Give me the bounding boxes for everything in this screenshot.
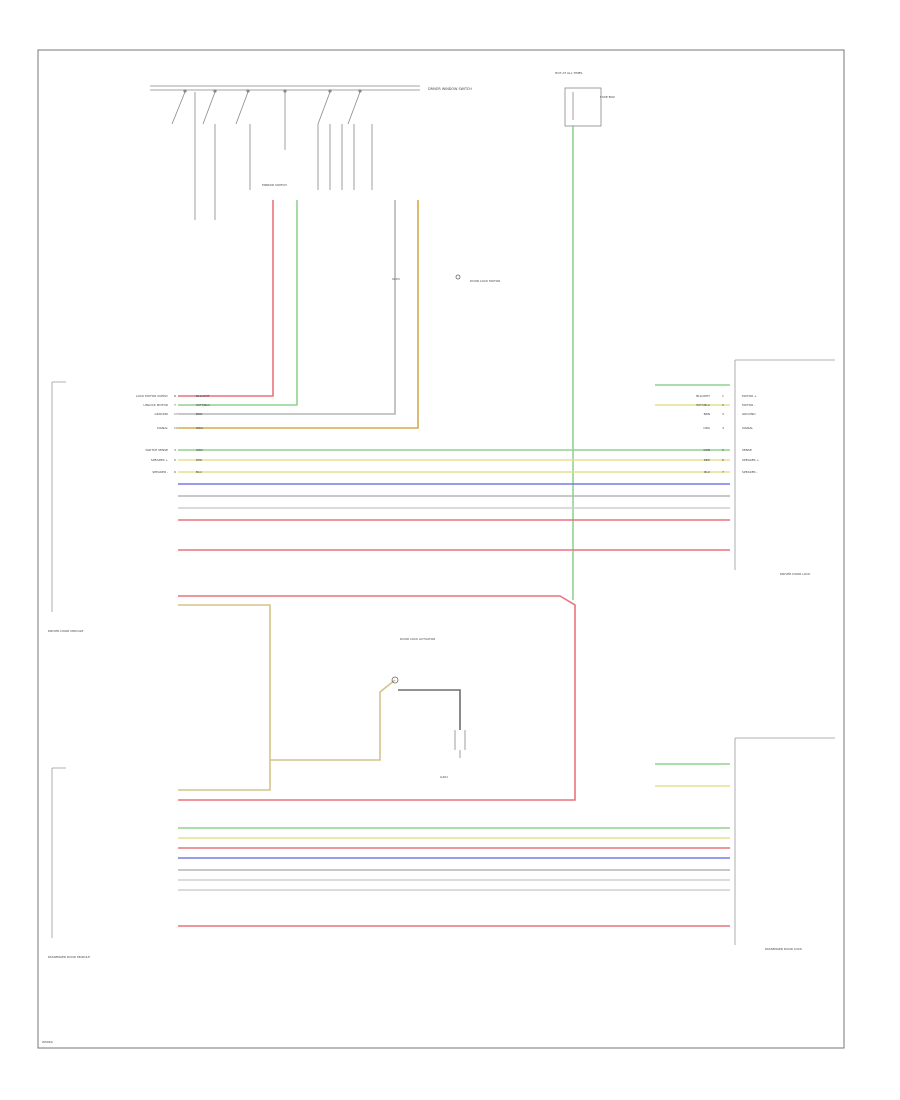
driver-row-right-label: SPEAKER + — [742, 458, 760, 462]
driver-row-label: UNLOCK MOTOR — [143, 403, 168, 407]
driver-row-right-pin: 6 — [722, 458, 724, 462]
wire-red-crossover — [178, 595, 576, 801]
wire-tan-crossover — [178, 604, 271, 791]
driver-row-label: LOCK MOTOR SUPPLY — [136, 394, 168, 398]
driver-row-pin: 6 — [174, 470, 176, 474]
wire-orange-vertical — [178, 200, 419, 429]
driver-row-right-wire: BRN — [704, 412, 710, 416]
passenger-door-lock-title: PASSENGER DOOR LOCK — [765, 947, 803, 951]
driver-row-right-pin: 1 — [722, 394, 724, 398]
driver-door-module-title: DRIVER DOOR MODULE — [48, 629, 83, 633]
driver-row-label: SPEAKER - — [152, 470, 168, 474]
driver-row-right-wire: BLU — [704, 470, 710, 474]
driver-row-right-label: SENSE — [742, 448, 752, 452]
driver-row-pin: 17 — [174, 412, 178, 416]
driver-row-right-pin: 7 — [722, 470, 724, 474]
fuse-box-label: FUSE BOX — [600, 95, 615, 99]
driver-row-pin: 7 — [174, 403, 176, 407]
driver-row-right-pin: 5 — [722, 448, 724, 452]
driver-row-pin: 5 — [174, 458, 176, 462]
driver-row-wire: GRN — [196, 448, 203, 452]
driver-door-module: DRIVER DOOR MODULE — [48, 381, 83, 633]
door-lock-motor: DOOR LOCK MOTOR S203 — [392, 274, 500, 283]
driver-row-labels: LOCK MOTOR SUPPLY 8 BLK/WHT BLK/WHT 1 MOTOR +… — [136, 394, 760, 474]
driver-door-lock: DRIVER DOOR LOCK — [734, 359, 835, 576]
driver-row-right-pin: 3 — [722, 412, 724, 416]
ground-label: G401 — [440, 775, 448, 779]
driver-row-right-label: MOTOR - — [742, 403, 755, 407]
driver-row-right-label: SPEAKER - — [742, 470, 758, 474]
driver-row-right-label: MOTOR + — [742, 394, 757, 398]
driver-row-right-wire: WHT/BLU — [696, 403, 710, 407]
wire-green-vertical — [178, 200, 298, 406]
power-supply-label: HOT AT ALL TIMES — [555, 71, 583, 75]
passenger-door-module-title: PASSENGER DOOR MODULE — [48, 955, 90, 959]
driver-row-pin: 12 — [174, 426, 178, 430]
driver-row-right-pin: 2 — [722, 403, 724, 407]
passenger-door-module: PASSENGER DOOR MODULE — [48, 767, 90, 959]
diagram-id: W5969 — [42, 1040, 53, 1044]
diagram-frame — [37, 49, 845, 1049]
driver-row-right-wire: GRN — [703, 448, 710, 452]
driver-row-right-wire: RED — [704, 458, 711, 462]
driver-row-wire: RED — [196, 458, 203, 462]
splice-label: S203 — [392, 277, 400, 281]
driver-row-right-label: SIGNAL — [742, 426, 753, 430]
mirror-switch-title: MIRROR SWITCH — [262, 183, 287, 187]
fuse-box: HOT AT ALL TIMES FUSE BOX — [555, 71, 615, 127]
driver-row-label: SWITCH SENSE — [145, 448, 168, 452]
wire-tan-actuator — [270, 679, 396, 761]
driver-row-wire: BLU — [196, 470, 202, 474]
driver-row-label: GROUND — [154, 412, 168, 416]
wires — [178, 125, 730, 927]
driver-row-wire: BLK/WHT — [196, 394, 210, 398]
pad-motor-label: DOOR LOCK MOTOR — [470, 279, 500, 283]
driver-row-right-pin: 4 — [722, 426, 724, 430]
driver-row-wire: ORG — [196, 426, 203, 430]
wire-brown-ground — [398, 689, 461, 730]
driver-row-wire: BRN — [196, 412, 202, 416]
driver-row-label: SIGNAL — [157, 426, 168, 430]
driver-row-wire: WHT/BLU — [196, 403, 210, 407]
driver-row-right-wire: ORG — [703, 426, 710, 430]
window-switch: DRIVER WINDOW SWITCH MIRROR SWITCH — [150, 85, 472, 220]
window-switch-title: DRIVER WINDOW SWITCH — [428, 87, 472, 91]
passenger-door-lock: PASSENGER DOOR LOCK — [734, 737, 835, 951]
wire-gray-vertical — [178, 200, 396, 415]
driver-door-lock-title: DRIVER DOOR LOCK — [780, 572, 811, 576]
actuator-label: DOOR LOCK ACTUATOR — [400, 637, 435, 641]
driver-row-right-wire: BLK/WHT — [696, 394, 710, 398]
driver-row-pin: 3 — [174, 448, 176, 452]
driver-row-pin: 8 — [174, 394, 176, 398]
driver-row-right-label: GROUND — [742, 412, 756, 416]
switch-contacts — [171, 89, 373, 220]
wire-red-vertical — [178, 200, 274, 397]
door-lock-actuator: DOOR LOCK ACTUATOR G401 — [391, 637, 466, 779]
driver-row-label: SPEAKER + — [151, 458, 169, 462]
